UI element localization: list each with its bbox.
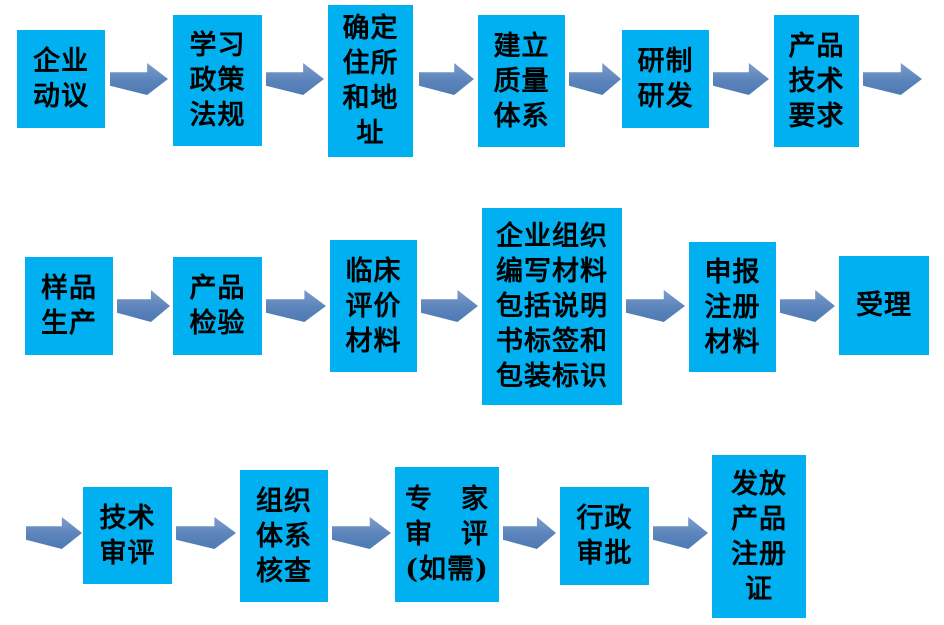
- arrow-right-icon: [653, 517, 708, 549]
- arrow-right-icon: [117, 290, 170, 322]
- arrow-right-icon: [266, 63, 324, 95]
- arrow-right-icon: [110, 63, 168, 95]
- step-quality-system-inspection: 组织 体系 核查: [240, 470, 328, 602]
- arrow-right-icon: [780, 290, 835, 322]
- step-establish-quality-system: 建立 质量 体系: [478, 15, 565, 147]
- step-technical-review: 技术 审评: [83, 487, 172, 584]
- step-administrative-approval: 行政 审批: [560, 487, 649, 585]
- step-determine-premises-address: 确定 住所 和地 址: [328, 5, 413, 157]
- arrow-right-icon: [626, 290, 685, 322]
- step-expert-review-if-needed: 专 家 审 评 (如需): [395, 467, 499, 602]
- step-issue-product-registration-certificate: 发放 产品 注册 证: [712, 455, 806, 618]
- step-enterprise-initiative: 企业 动议: [17, 30, 105, 128]
- arrow-right-icon: [713, 63, 769, 95]
- step-research-development: 研制 研发: [622, 30, 709, 128]
- arrow-right-icon: [26, 517, 82, 549]
- step-compile-materials-labels-packaging: 企业组织 编写材料 包括说明 书标签和 包装标识: [482, 208, 622, 405]
- arrow-right-icon: [863, 63, 922, 95]
- step-clinical-evaluation-materials: 临床 评价 材料: [330, 240, 417, 372]
- arrow-right-icon: [503, 517, 556, 549]
- arrow-right-icon: [332, 517, 391, 549]
- arrow-right-icon: [421, 290, 478, 322]
- step-product-technical-requirements: 产品 技术 要求: [774, 15, 859, 147]
- arrow-right-icon: [419, 63, 474, 95]
- step-study-policies-regulations: 学习 政策 法规: [173, 15, 262, 146]
- step-sample-production: 样品 生产: [25, 257, 113, 355]
- step-product-inspection: 产品 检验: [173, 257, 262, 355]
- step-acceptance: 受理: [839, 256, 929, 355]
- step-submit-registration-materials: 申报 注册 材料: [689, 242, 776, 372]
- arrow-right-icon: [266, 290, 326, 322]
- arrow-right-icon: [569, 63, 621, 95]
- arrow-right-icon: [176, 517, 236, 549]
